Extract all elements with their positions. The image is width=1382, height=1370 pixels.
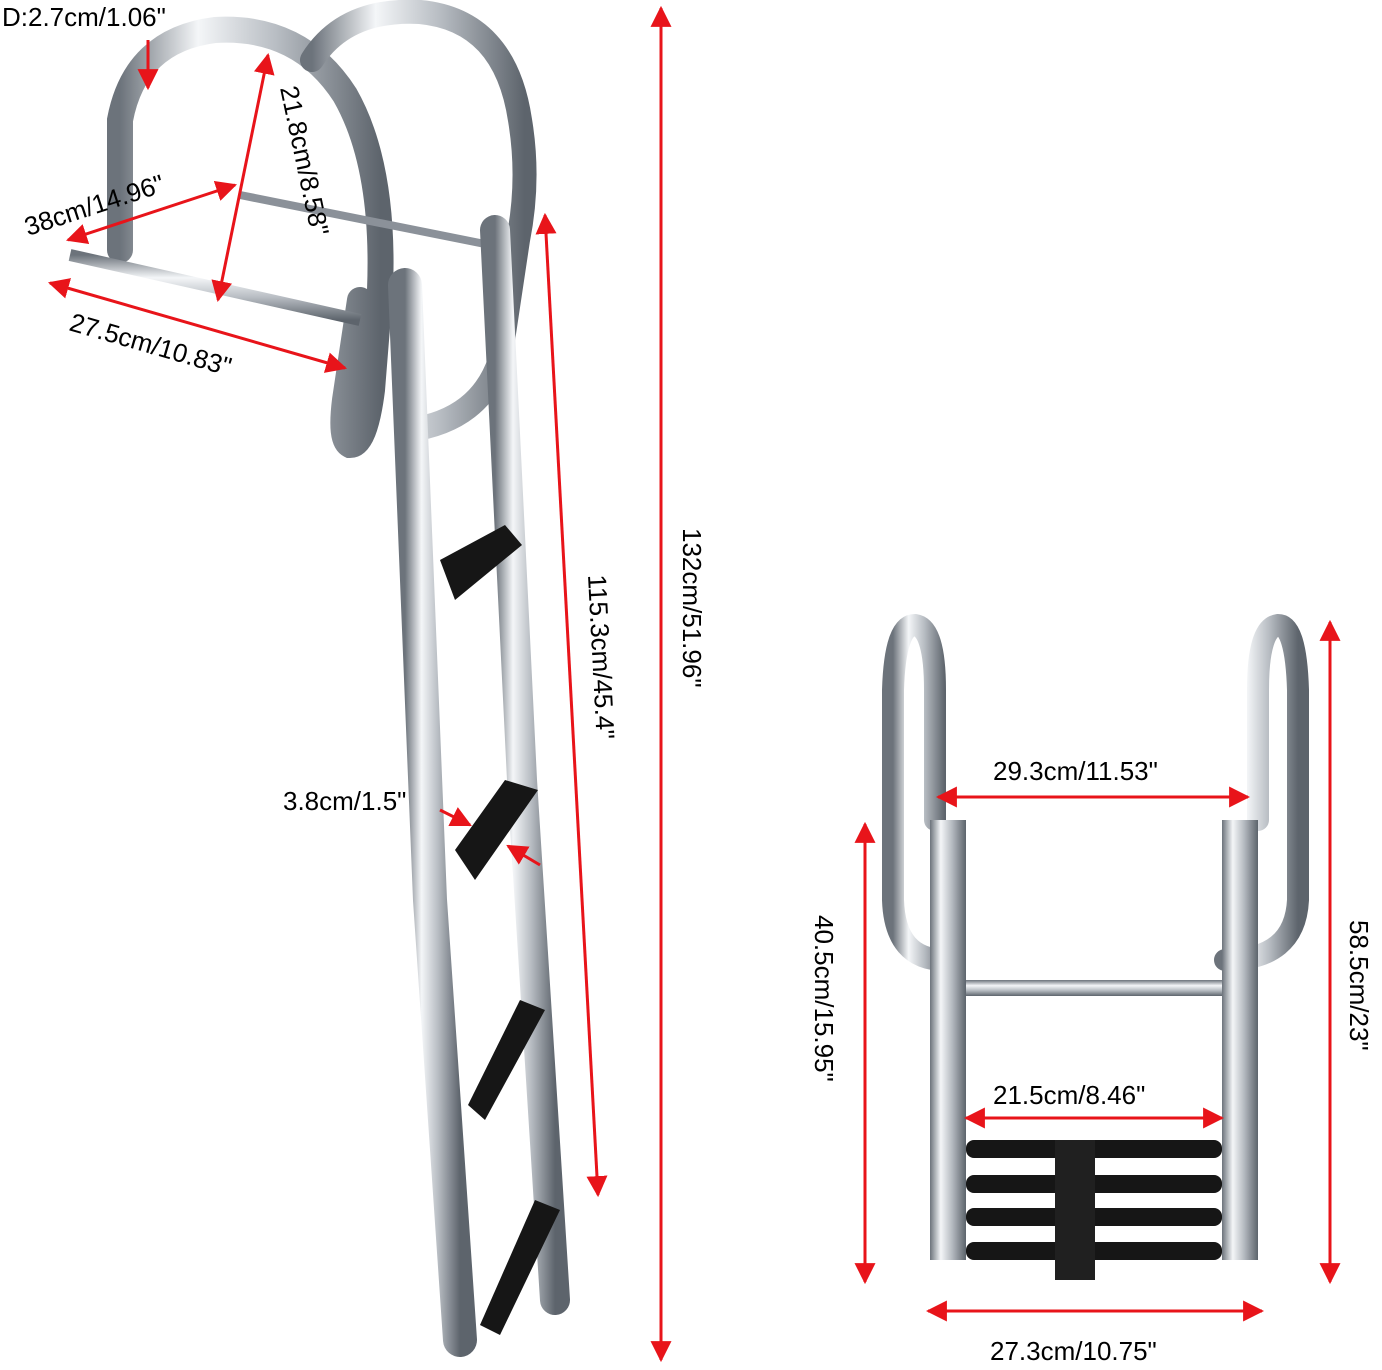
right-dimension-lines bbox=[854, 619, 1341, 1322]
step-depth-label: 3.8cm/1.5" bbox=[283, 786, 406, 816]
right-cross-bar bbox=[966, 980, 1222, 996]
step-depth-arrow-a bbox=[439, 807, 472, 827]
total-height-label: 58.5cm/23" bbox=[1344, 920, 1374, 1051]
right-ladder-view bbox=[882, 613, 1309, 1280]
ladder-length-label: 115.3cm/45.4" bbox=[582, 574, 621, 740]
mount-width-label: 27.5cm/10.83" bbox=[66, 307, 235, 382]
right-handrail-hoop-right bbox=[1214, 613, 1309, 971]
handrail-depth-arrow bbox=[211, 52, 275, 303]
right-side-rail-right bbox=[1222, 820, 1258, 1260]
left-dimension-lines bbox=[47, 5, 672, 1363]
right-handrail-hoop-left bbox=[882, 613, 956, 971]
outer-width-label: 27.3cm/10.75" bbox=[990, 1336, 1157, 1366]
left-step-3 bbox=[468, 1000, 545, 1120]
left-mount-bar-top bbox=[239, 191, 491, 249]
left-handrail-hoop-front bbox=[107, 16, 394, 459]
mount-width-arrow bbox=[47, 278, 348, 373]
collapsed-height-label: 40.5cm/15.95" bbox=[809, 915, 839, 1082]
left-mount-bar-bottom bbox=[68, 249, 362, 326]
handrail-depth-label: 21.8cm/8.58" bbox=[274, 83, 335, 238]
ladder-length-arrow bbox=[535, 212, 608, 1198]
handrail-inner-width-label: 29.3cm/11.53" bbox=[993, 756, 1158, 786]
left-step-4 bbox=[480, 1200, 560, 1335]
handrail-width-arrow bbox=[66, 180, 237, 245]
left-side-rail-front bbox=[388, 268, 477, 1357]
left-side-rail-rear bbox=[480, 215, 570, 1315]
right-side-rail-left bbox=[930, 820, 966, 1260]
left-step-2 bbox=[455, 780, 538, 880]
step-width-label: 21.5cm/8.46" bbox=[993, 1080, 1145, 1110]
total-length-label: 132cm/51.96" bbox=[677, 528, 707, 688]
left-handrail-hoop-rear bbox=[300, 0, 537, 442]
right-storage-strap bbox=[1055, 1140, 1095, 1280]
tube-diameter-label: D:2.7cm/1.06" bbox=[2, 2, 166, 32]
step-depth-arrow-b bbox=[506, 844, 541, 867]
left-step-1 bbox=[440, 525, 522, 600]
left-steps bbox=[440, 525, 560, 1335]
